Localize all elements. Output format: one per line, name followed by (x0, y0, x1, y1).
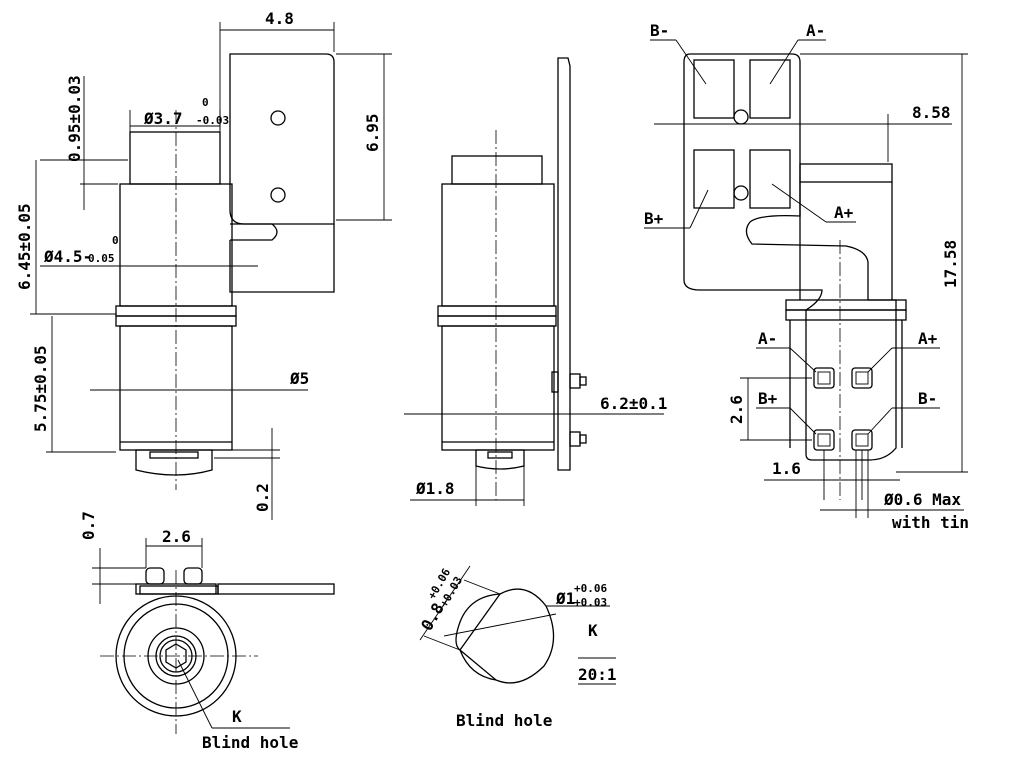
dim-shaft-dia-tol-upper: 0 (202, 96, 209, 109)
dim-bottom-gap: 0.7 (79, 511, 98, 540)
dim-detail-dia-tol-lower: +0.03 (574, 596, 607, 609)
detail-view: 0.8 +0.06 +0.03 Ø1 +0.06 +0.03 K 20:1 Bl… (417, 565, 617, 730)
dim-offset: 8.58 (912, 103, 951, 122)
label-b-minus-pin: B- (918, 389, 937, 408)
dim-pin-note: with tin (892, 513, 969, 532)
dim-height-top: 6.95 (363, 113, 382, 152)
pin-view: B- A- B+ A+ 8.58 17.58 A- A+ B+ B- (644, 21, 969, 532)
dim-shaft-dia: Ø3.7 (143, 109, 183, 128)
label-detail-mark: K (588, 621, 598, 640)
dim-body-upper-dia-tol-lower: 0.05 (88, 252, 115, 265)
label-b-plus-top: B+ (644, 209, 664, 228)
dim-side-height: 6.2±0.1 (600, 394, 667, 413)
dim-body-upper-dia: Ø4.5- (43, 247, 92, 266)
label-detail-scale: 20:1 (578, 665, 617, 684)
dim-shaft-len: 0.95±0.03 (65, 75, 84, 162)
label-bottom-mark: K (232, 707, 242, 726)
dim-detail-dia: Ø1 (555, 589, 575, 608)
dim-pin-dia: Ø0.6 Max (883, 490, 961, 509)
label-a-plus-pin: A+ (918, 329, 938, 348)
label-a-minus-top: A- (806, 21, 825, 40)
dim-pitch-h: 1.6 (772, 459, 801, 478)
dim-detail-dia-tol-upper: +0.06 (574, 582, 607, 595)
dim-body-dia: Ø5 (289, 369, 309, 388)
side-view: 6.2±0.1 Ø1.8 (404, 57, 667, 506)
dim-bottom-pitch: 2.6 (162, 527, 191, 546)
dim-body-upper-len: 6.45±0.05 (15, 203, 34, 290)
front-view: 4.8 6.95 Ø3.7 0 -0.03 0.95±0.03 6.45±0.0… (15, 9, 392, 520)
label-detail-note: Blind hole (456, 711, 552, 730)
dim-width-top: 4.8 (265, 9, 294, 28)
label-b-minus-top: B- (650, 21, 669, 40)
dim-body-lower-len: 5.75±0.05 (31, 345, 50, 432)
label-bottom-note: Blind hole (202, 733, 298, 752)
dim-pitch-v: 2.6 (727, 395, 746, 424)
dim-total-height: 17.58 (941, 240, 960, 288)
label-a-minus-pin: A- (758, 329, 777, 348)
dim-bottom-gap: 0.2 (253, 483, 272, 512)
dim-shaft-dia-tol-lower: -0.03 (196, 114, 229, 127)
label-a-plus-top: A+ (834, 203, 854, 222)
label-b-plus-pin: B+ (758, 389, 778, 408)
dim-body-upper-dia-tol-upper: 0 (112, 234, 119, 247)
bottom-view: 0.7 2.6 K Blind hole (79, 511, 335, 752)
dim-hub-dia: Ø1.8 (415, 479, 455, 498)
